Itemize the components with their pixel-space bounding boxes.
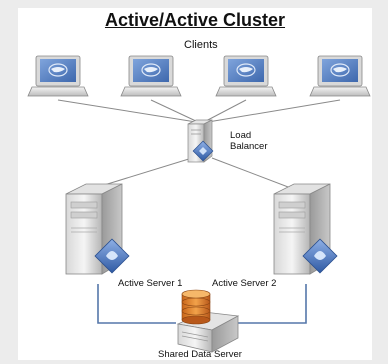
- storage-link-2: [236, 284, 307, 324]
- server2-label: Active Server 2: [212, 278, 277, 289]
- disk-stack-icon: [181, 289, 211, 325]
- load-balancer-icon: [187, 119, 214, 163]
- laptop-icon: [215, 55, 277, 97]
- diagram-canvas: [27, 55, 371, 353]
- server1-label: Active Server 1: [118, 278, 183, 289]
- storage-links: [97, 284, 307, 324]
- load-balancer-label-line2: Balancer: [230, 141, 268, 152]
- server-icon: [273, 183, 338, 275]
- laptop-icon: [309, 55, 371, 97]
- connector-client-3: [203, 99, 247, 123]
- storage-link-1: [97, 284, 176, 324]
- connector-server-2: [211, 157, 297, 191]
- laptop-icon: [27, 55, 89, 97]
- server-icon: [65, 183, 130, 275]
- client-connectors: [57, 99, 341, 123]
- shared-server-label: Shared Data Server: [158, 349, 242, 360]
- clients-label: Clients: [184, 39, 218, 51]
- load-balancer-label-line1: Load: [230, 130, 252, 141]
- laptop-icon: [120, 55, 182, 97]
- connector-client-2: [150, 99, 199, 123]
- diagram-panel: Active/Active Cluster Clients Load Balan…: [18, 8, 372, 360]
- connector-client-1: [57, 99, 197, 123]
- diagram-title: Active/Active Cluster: [104, 10, 286, 30]
- database-server-icon: [176, 289, 240, 353]
- connector-client-4: [207, 99, 341, 123]
